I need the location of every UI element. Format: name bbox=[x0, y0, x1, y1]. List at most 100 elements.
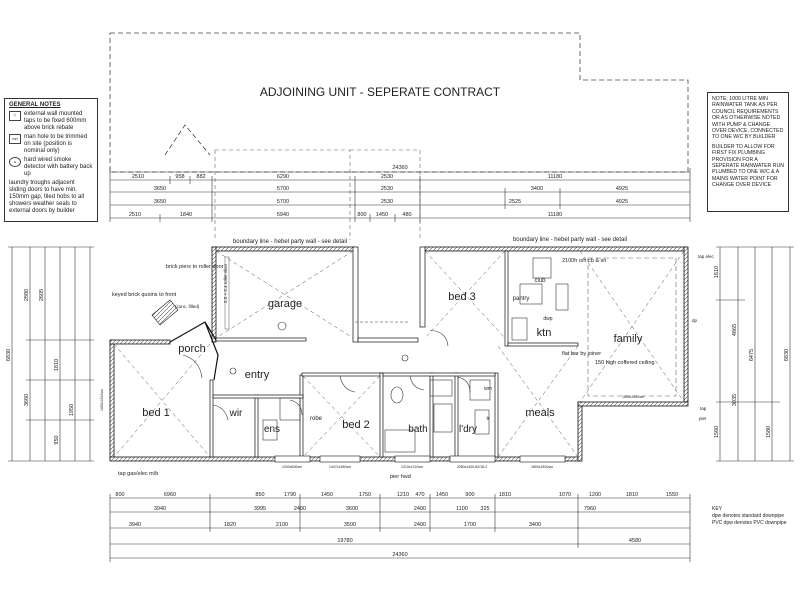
dim-right-5: 3035 bbox=[732, 394, 738, 406]
window-label-2: 1447x1450sm bbox=[329, 465, 351, 469]
dim-right-6: 1580 bbox=[766, 426, 772, 438]
note-coffered: 150 high coffered ceiling bbox=[595, 360, 655, 366]
dim-bot2-0: 3940 bbox=[154, 506, 166, 512]
porch-brick-piers bbox=[151, 299, 179, 326]
note-pier-right: pier bbox=[699, 416, 707, 421]
dim-top1-f: 11180 bbox=[548, 174, 562, 180]
left-dimensions bbox=[8, 246, 94, 462]
dim-bot2-7: 7960 bbox=[584, 506, 596, 512]
note-flat-bar: flat bar by joiner bbox=[562, 351, 601, 357]
plan-title: ADJOINING UNIT - SEPERATE CONTRACT bbox=[260, 85, 501, 99]
dim-overall-bottom: 24360 bbox=[392, 552, 407, 558]
room-tr: tr bbox=[486, 416, 489, 422]
dim-top3-d: 2525 bbox=[509, 199, 521, 205]
dim-overall-top: 24360 bbox=[392, 165, 407, 171]
dim-bot1-13: 1810 bbox=[626, 492, 638, 498]
fixtures bbox=[229, 257, 569, 453]
dim-bot1-5: 1750 bbox=[359, 492, 371, 498]
dim-top4-g: 11180 bbox=[548, 212, 562, 218]
garage-roller-door-line bbox=[224, 256, 230, 330]
dim-left-3: 3660 bbox=[24, 394, 30, 406]
note-conc-filled: (conc. filled) bbox=[175, 304, 200, 309]
dim-bot1-1: 6960 bbox=[164, 492, 176, 498]
tap-icon: ⊤ bbox=[9, 111, 21, 121]
dim-top4-b: 1840 bbox=[180, 212, 192, 218]
general-notes-box: GENERAL NOTES ⊤ external wall mounted ta… bbox=[4, 98, 98, 222]
dim-top2-a: 3650 bbox=[154, 186, 166, 192]
dim-top1-c: 882 bbox=[196, 174, 205, 180]
room-bed3: bed 3 bbox=[448, 291, 476, 303]
dim-right-3: 1560 bbox=[714, 426, 720, 438]
dim-bot1-6: 1210 bbox=[397, 492, 409, 498]
smoke-detector-icon: s bbox=[9, 157, 21, 167]
room-ktn: ktn bbox=[537, 327, 552, 339]
general-note-item: laundry troughs adjacent sliding doors t… bbox=[9, 180, 93, 215]
note-pier-hwd: pier hwd bbox=[390, 474, 411, 480]
window-label-6: 1800x1810sm bbox=[622, 395, 644, 399]
dim-top1-d: 6290 bbox=[277, 174, 289, 180]
adjoining-unit-inner bbox=[214, 149, 421, 240]
porch-walls bbox=[169, 321, 219, 381]
dim-right-2: 6830 bbox=[784, 349, 790, 361]
general-note-item: ⊤ external wall mounted taps to be fixed… bbox=[9, 111, 93, 132]
dim-bot2-3: 3600 bbox=[346, 506, 358, 512]
dim-bot1-12: 1200 bbox=[589, 492, 601, 498]
dim-bot1-4: 1450 bbox=[321, 492, 333, 498]
general-note-text: external wall mounted taps to be fixed 6… bbox=[24, 111, 87, 131]
dim-bot3-3: 3500 bbox=[344, 522, 356, 528]
dim-bot3-4: 2400 bbox=[414, 522, 426, 528]
note-roller-door: 2.5 × 2.4 roller door bbox=[223, 263, 228, 303]
top-dimensions bbox=[109, 168, 691, 222]
dim-top2-b: 5700 bbox=[277, 186, 289, 192]
general-note-text: man hole to be trimmed on site (position… bbox=[24, 134, 88, 154]
dim-bot2-5: 1100 bbox=[456, 506, 468, 512]
dim-bot3-1: 1820 bbox=[224, 522, 236, 528]
window-label-1: 1200x600sm bbox=[282, 465, 302, 469]
room-entry: entry bbox=[245, 369, 270, 381]
room-wm: wm bbox=[484, 386, 492, 392]
dim-top4-d: 800 bbox=[357, 212, 366, 218]
boundary-note-left: boundary line - hebel party wall - see d… bbox=[233, 239, 347, 245]
dim-bot2-6: 325 bbox=[480, 506, 489, 512]
general-notes-heading: GENERAL NOTES bbox=[9, 102, 61, 108]
bottom-dimensions bbox=[109, 494, 691, 562]
key-heading: KEY bbox=[712, 506, 723, 512]
room-pantry: pantry bbox=[513, 296, 530, 302]
note-tap-right: tap bbox=[700, 406, 707, 411]
rainwater-note-1: NOTE: 1000 LITRE MIN RAINWATER TANK AS P… bbox=[712, 96, 784, 141]
dim-top4-f: 480 bbox=[402, 212, 411, 218]
room-ens: ens bbox=[264, 424, 280, 435]
room-porch: porch bbox=[178, 343, 206, 355]
dim-bot1-2: 850 bbox=[255, 492, 264, 498]
dim-bot2-4: 2400 bbox=[414, 506, 426, 512]
ceiling-diagonals bbox=[113, 250, 685, 458]
note-tap-garage: tap gas/elec m/b bbox=[118, 471, 158, 477]
general-note-item: mh man hole to be trimmed on site (posit… bbox=[9, 134, 93, 155]
window-label-7: 1800x1810sm bbox=[100, 389, 104, 411]
dim-bot1-3: 1790 bbox=[284, 492, 296, 498]
note-tap-elec: tap elec bbox=[698, 254, 715, 259]
note-keyed-brick: keyed brick quoins to front bbox=[112, 292, 177, 298]
dim-bot4-1: 4580 bbox=[629, 538, 641, 544]
windows-bottom bbox=[274, 455, 566, 463]
right-dimensions bbox=[716, 246, 794, 462]
dim-top3-c: 2530 bbox=[381, 199, 393, 205]
window-label-4: 2050x1400-82/18-2 bbox=[457, 465, 487, 469]
dim-bot1-11: 1070 bbox=[559, 492, 571, 498]
manhole-icon: mh bbox=[9, 134, 21, 144]
note-brick-piers: brick piers to roller door bbox=[166, 264, 224, 270]
dim-top4-a: 2510 bbox=[129, 212, 141, 218]
room-bed1: bed 1 bbox=[142, 407, 170, 419]
rainwater-notes-box: NOTE: 1000 LITRE MIN RAINWATER TANK AS P… bbox=[707, 92, 789, 212]
dim-top3-e: 4925 bbox=[616, 199, 628, 205]
key-item: PVC dpw denotes PVC downpipe bbox=[712, 520, 787, 526]
note-dp: dp bbox=[692, 318, 698, 323]
dim-left-5: 1950 bbox=[69, 404, 75, 416]
dim-bot1-14: 1550 bbox=[666, 492, 678, 498]
room-dwp: dwp bbox=[543, 316, 552, 322]
general-note-text: hard wired smoke detector with battery b… bbox=[24, 157, 93, 177]
dim-bot1-10: 1810 bbox=[499, 492, 511, 498]
note-brick-piers-text: brick piers to roller door bbox=[166, 264, 224, 270]
